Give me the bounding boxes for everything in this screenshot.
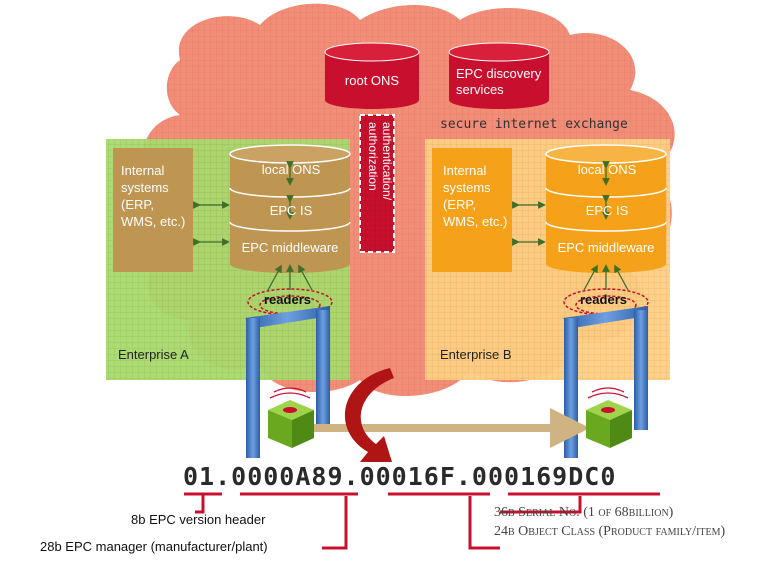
curved-red-arrow: [344, 368, 394, 462]
local-ons-a: local ONS: [261, 162, 321, 177]
rfid-tag-a: [268, 387, 314, 448]
root-ons-label: root ONS: [344, 73, 400, 88]
enterprise-b-label: Enterprise B: [440, 347, 512, 362]
internal-systems-b-box: [432, 148, 512, 272]
local-ons-b: local ONS: [577, 162, 637, 177]
readers-b-label: readers: [580, 292, 627, 307]
enterprise-a-label: Enterprise A: [118, 347, 189, 362]
rfid-tag-b: [586, 387, 632, 448]
auth-box: [359, 114, 395, 253]
internal-systems-b: Internal systems (ERP, WMS, etc.): [443, 163, 508, 229]
internal-systems-a: Internal systems (ERP, WMS, etc.): [121, 163, 186, 229]
manager-annotation: 28b EPC manager (manufacturer/plant): [40, 539, 268, 554]
internal-systems-a-box: [113, 148, 193, 272]
connector-arrows: [193, 161, 629, 291]
epc-code: 01.0000A89.00016F.000169DC0: [183, 462, 617, 491]
readers-a-label: readers: [264, 292, 311, 307]
epc-discovery-label: EPC discovery services: [456, 66, 542, 97]
secure-exchange-label: secure internet exchange: [440, 117, 628, 132]
epc-discovery-cylinder: [448, 42, 550, 109]
middleware-a: EPC middleware: [241, 240, 339, 255]
object-class-annotation: 24b Object Class (Product family/item): [494, 524, 726, 539]
version-header-annotation: 8b EPC version header: [131, 512, 266, 527]
serial-annotation: 36b Serial No. (1 of 68billion): [494, 505, 674, 520]
epc-is-b: EPC IS: [585, 203, 629, 218]
auth-label: authentication/ authorization: [366, 122, 394, 201]
reader-gate-a: [245, 288, 333, 458]
middleware-b: EPC middleware: [557, 240, 655, 255]
epc-underlines: [184, 492, 660, 550]
epc-is-a: EPC IS: [269, 203, 313, 218]
root-ons-cylinder: [324, 42, 420, 109]
